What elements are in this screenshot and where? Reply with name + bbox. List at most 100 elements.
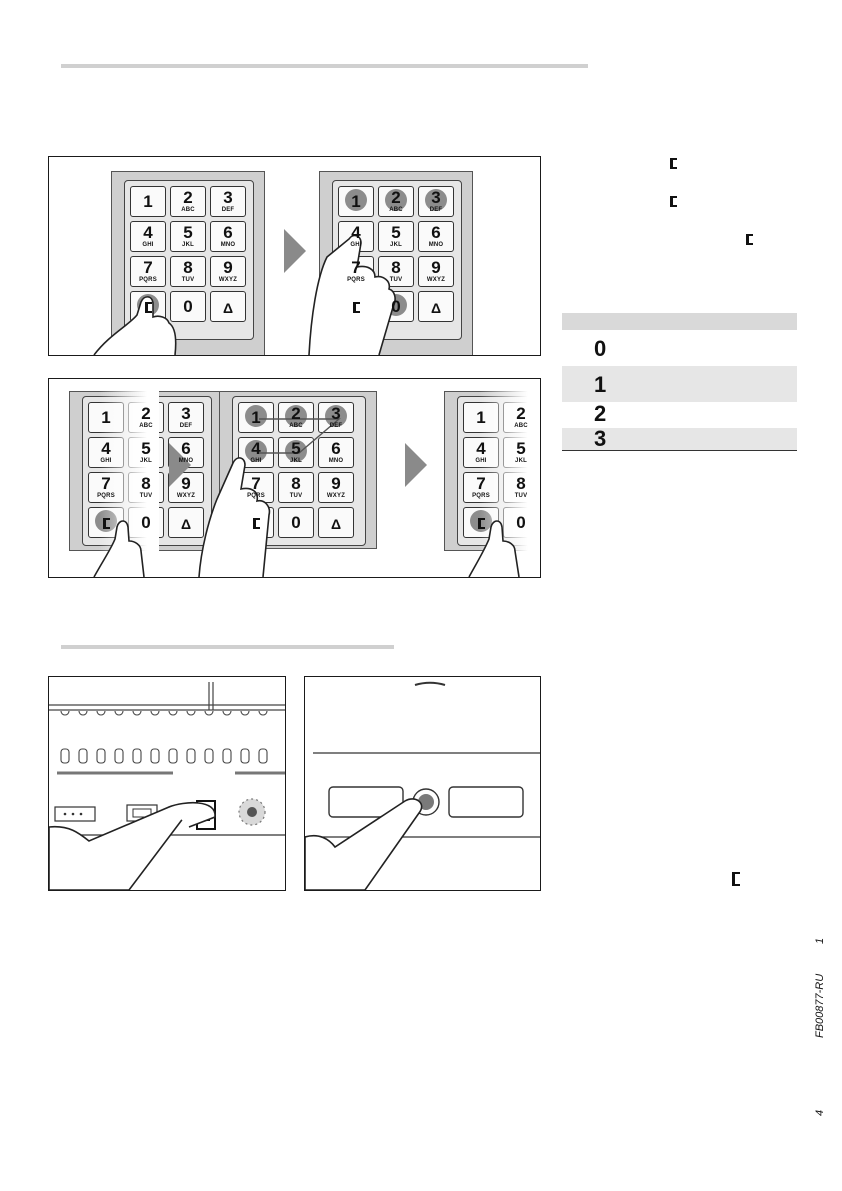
key-letters: TUV: [289, 493, 303, 499]
key-digit: 0: [516, 513, 526, 532]
key-digit: 3: [431, 188, 441, 207]
key-digit: 1: [101, 408, 111, 427]
key-digit: 2: [141, 404, 151, 423]
highlight-dot: [245, 405, 267, 427]
keypad-key[interactable]: Δ: [210, 291, 246, 322]
keypad-key[interactable]: 1: [338, 186, 374, 217]
table-value: 0: [594, 336, 607, 361]
hand-illustrations: [93, 234, 396, 355]
key-letters: PQRS: [139, 277, 157, 283]
table-value: 2: [594, 401, 607, 426]
highlight-dot: [285, 405, 307, 427]
table-value: 3: [594, 426, 607, 451]
door-icon: [89, 514, 123, 533]
key-letters: GHI: [100, 458, 112, 464]
section-rule-bottom: [61, 645, 394, 649]
key-digit: 9: [223, 258, 233, 277]
key-letters: DEF: [221, 207, 235, 213]
sequence-lines-and-hands: [93, 418, 520, 577]
door-icon: [131, 298, 165, 317]
key-letters: ABC: [289, 423, 303, 429]
key-letters: TUV: [514, 493, 528, 499]
bell-icon: Δ: [430, 300, 442, 316]
key-letters: MNO: [428, 242, 444, 248]
key-letters: DEF: [179, 423, 193, 429]
key-digit: 7: [143, 258, 153, 277]
keypad-key[interactable]: Δ: [318, 507, 354, 538]
keypad-key[interactable]: Δ: [168, 507, 204, 538]
key-letters: JKL: [290, 458, 302, 464]
key-letters: PQRS: [97, 493, 115, 499]
table-row: 3: [562, 428, 797, 451]
key-digit: 3: [181, 404, 191, 423]
key-digit: 5: [141, 439, 151, 458]
key-digit: 6: [331, 439, 341, 458]
keypad-key[interactable]: 1: [130, 186, 166, 217]
key-digit: 7: [101, 474, 111, 493]
highlight-dot: [385, 189, 407, 211]
key-digit: 3: [331, 404, 341, 423]
key-letters: GHI: [142, 242, 154, 248]
key-digit: 1: [476, 408, 486, 427]
keypad-key[interactable]: 0: [170, 291, 206, 322]
key-digit: 6: [181, 439, 191, 458]
key-digit: 9: [431, 258, 441, 277]
key-digit: 2: [391, 188, 401, 207]
key-letters: PQRS: [472, 493, 490, 499]
document-code: FB00877-RU: [814, 973, 826, 1038]
keypad-key[interactable]: 0: [278, 507, 314, 538]
key-digit: 0: [391, 297, 401, 316]
keypad-key[interactable]: 1: [238, 402, 274, 433]
key-letters: WXYZ: [426, 277, 446, 283]
key-letters: TUV: [389, 277, 403, 283]
highlight-dot: [325, 405, 347, 427]
key-letters: MNO: [220, 242, 236, 248]
door-icon: [339, 298, 373, 317]
door-icon: [239, 514, 273, 533]
table-value: 1: [594, 372, 607, 397]
highlight-dot: [285, 440, 307, 462]
key-digit: 2: [291, 404, 301, 423]
keypad-key[interactable]: Δ: [418, 291, 454, 322]
key-digit: 8: [391, 258, 401, 277]
key-digit: 7: [351, 258, 361, 277]
